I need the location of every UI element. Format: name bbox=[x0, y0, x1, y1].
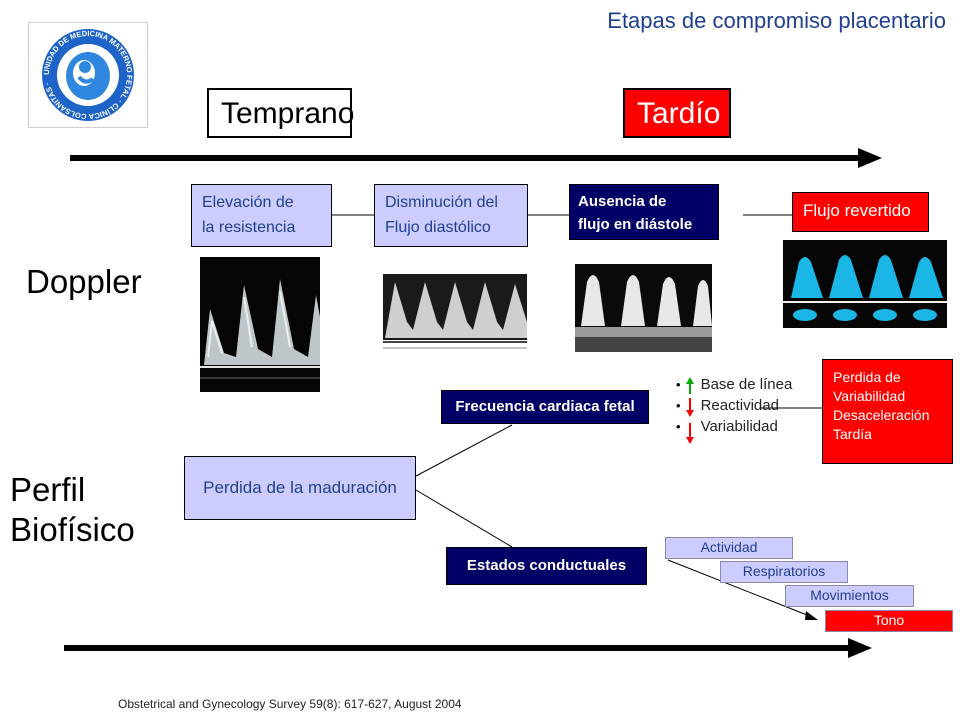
doppler-step-reversed-line1: Flujo revertido bbox=[803, 201, 911, 220]
doppler-step-absent-line2: flujo en diástole bbox=[578, 216, 693, 233]
doppler-step-absent-line1: Ausencia de bbox=[578, 193, 667, 210]
doppler-image-absent bbox=[575, 264, 712, 352]
doppler-step-resistance-line2: la resistencia bbox=[202, 219, 296, 236]
late-result-line: Perdida de bbox=[833, 369, 901, 385]
stair-respiratory: Respiratorios bbox=[720, 561, 848, 583]
doppler-image-reversed bbox=[783, 240, 947, 328]
doppler-step-diastolic-line1: Disminución del bbox=[385, 194, 498, 211]
late-fcf-result-box: Perdida de Variabilidad Desaceleración T… bbox=[822, 359, 953, 464]
doppler-step-absent: Ausencia de flujo en diástole bbox=[569, 184, 719, 240]
list-item: •Variabilidad bbox=[676, 418, 778, 435]
staircase-arrowhead-icon bbox=[805, 611, 818, 620]
stage-early-label: Temprano bbox=[207, 88, 354, 138]
stair-movements: Movimientos bbox=[785, 585, 914, 607]
late-result-line: Variabilidad bbox=[833, 388, 906, 404]
doppler-step-diastolic: Disminución del Flujo diastólico bbox=[374, 184, 528, 247]
list-item: •Reactividad bbox=[676, 397, 779, 414]
slide-title: Etapas de compromiso placentario bbox=[607, 8, 946, 33]
behavioral-states-box: Estados conductuales bbox=[446, 547, 647, 585]
stair-tone: Tono bbox=[825, 610, 953, 632]
logo-emblem-icon: UNIDAD DE MEDICINA MATERNO FETAL · CLÍNI… bbox=[42, 29, 134, 121]
maturation-loss-box: Perdida de la maduración bbox=[184, 456, 416, 520]
doppler-image-resistance bbox=[200, 257, 320, 392]
clinic-logo: UNIDAD DE MEDICINA MATERNO FETAL · CLÍNI… bbox=[28, 22, 148, 128]
late-result-line: Tardía bbox=[833, 426, 872, 442]
stage-late-label: Tardío bbox=[623, 88, 731, 138]
doppler-step-reversed: Flujo revertido bbox=[792, 192, 929, 232]
doppler-image-diastolic bbox=[383, 272, 527, 356]
section-biophysical-line1: Perfil bbox=[10, 471, 86, 508]
fcf-items-list: •Base de línea •Reactividad •Variabilida… bbox=[676, 374, 792, 437]
arrow-down-icon bbox=[686, 437, 694, 444]
branch-to-behavioral bbox=[415, 489, 513, 548]
citation-text: Obstetrical and Gynecology Survey 59(8):… bbox=[118, 697, 462, 711]
late-result-line: Desaceleración bbox=[833, 407, 930, 423]
doppler-step-resistance-line1: Elevación de bbox=[202, 194, 294, 211]
section-biophysical-label: Perfil Biofísico bbox=[10, 470, 135, 550]
list-item: •Base de línea bbox=[676, 376, 793, 393]
doppler-step-resistance: Elevación de la resistencia bbox=[191, 184, 332, 247]
section-biophysical-line2: Biofísico bbox=[10, 511, 135, 548]
stair-activity: Actividad bbox=[665, 537, 793, 559]
branch-to-fcf bbox=[415, 424, 513, 477]
section-doppler-label: Doppler bbox=[26, 263, 142, 300]
doppler-step-diastolic-line2: Flujo diastólico bbox=[385, 219, 491, 236]
timeline-arrowhead-bottom-icon bbox=[848, 638, 872, 658]
timeline-arrowhead-top-icon bbox=[858, 148, 882, 168]
fcf-box: Frecuencia cardiaca fetal bbox=[441, 390, 649, 424]
